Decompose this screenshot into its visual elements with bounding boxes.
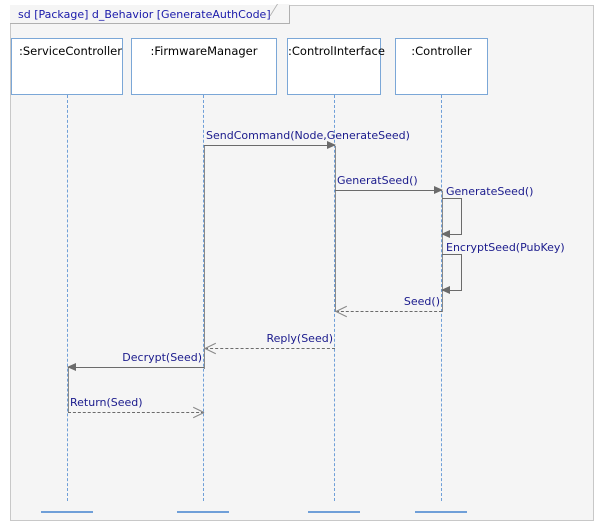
- self-message-top-line: [442, 198, 462, 199]
- arrowhead-filled-left-icon: [441, 286, 450, 294]
- arrowhead-open-left-icon: [336, 305, 348, 317]
- activation-service: [68, 368, 69, 413]
- message-line: [205, 348, 335, 349]
- message-line: [335, 190, 442, 191]
- arrowhead-filled-right-icon: [327, 141, 336, 149]
- lifeline-label-controller: :Controller: [411, 44, 472, 58]
- activation-firmware: [204, 146, 205, 369]
- lifeline-box-control[interactable]: :ControlInterface: [287, 38, 385, 95]
- message-label-generatseed: GeneratSeed(): [337, 174, 418, 187]
- lifeline-box-firmware[interactable]: :FirmwareManager: [131, 38, 277, 95]
- self-message-bottom-line: [442, 234, 462, 235]
- arrowhead-filled-left-icon: [67, 363, 76, 371]
- self-message-side-line: [461, 254, 462, 290]
- lifeline-label-service: :ServiceController: [19, 44, 122, 58]
- message-line: [68, 412, 204, 413]
- self-message-top-line: [442, 254, 462, 255]
- self-message-encryptseed[interactable]: EncryptSeed(PubKey): [441, 241, 565, 294]
- lifeline-box-service[interactable]: :ServiceController: [11, 38, 123, 95]
- self-message-generateseed[interactable]: GenerateSeed(): [441, 185, 533, 238]
- lifeline-foot-control: [308, 511, 360, 513]
- message-label-seed-return: Seed(): [403, 295, 440, 308]
- message-label-decrypt-seed: Decrypt(Seed): [122, 351, 202, 364]
- message-line: [336, 311, 442, 312]
- message-label-return-seed: Return(Seed): [70, 396, 143, 409]
- message-label-reply-seed: Reply(Seed): [266, 332, 333, 345]
- self-message-side-line: [461, 198, 462, 234]
- lifeline-foot-firmware: [177, 511, 229, 513]
- self-message-label-encryptseed: EncryptSeed(PubKey): [446, 241, 565, 254]
- arrowhead-filled-left-icon: [441, 230, 450, 238]
- lifeline-label-control: :ControlInterface: [288, 44, 385, 58]
- self-message-bottom-line: [442, 290, 462, 291]
- self-message-label-generateseed: GenerateSeed(): [446, 185, 534, 198]
- lifeline-label-firmware: :FirmwareManager: [150, 44, 258, 58]
- activation-controller: [442, 191, 443, 312]
- lifeline-foot-service: [41, 511, 93, 513]
- frame-title-text: sd [Package] d_Behavior [GenerateAuthCod…: [18, 8, 271, 21]
- message-line: [204, 145, 335, 146]
- frame-title-tab: sd [Package] d_Behavior [GenerateAuthCod…: [10, 5, 290, 24]
- lifeline-service: [67, 95, 68, 501]
- lifeline-firmware: [203, 95, 204, 501]
- message-label-sendcommand: SendCommand(Node,GenerateSeed): [206, 129, 410, 142]
- message-line: [68, 367, 204, 368]
- arrowhead-open-left-icon: [205, 342, 217, 354]
- lifeline-foot-controller: [415, 511, 467, 513]
- arrowhead-open-right-icon: [192, 406, 204, 418]
- arrowhead-filled-right-icon: [434, 186, 443, 194]
- lifeline-box-controller[interactable]: :Controller: [395, 38, 488, 95]
- activation-control: [335, 146, 336, 312]
- lifeline-controller: [441, 95, 442, 501]
- lifeline-control: [334, 95, 335, 501]
